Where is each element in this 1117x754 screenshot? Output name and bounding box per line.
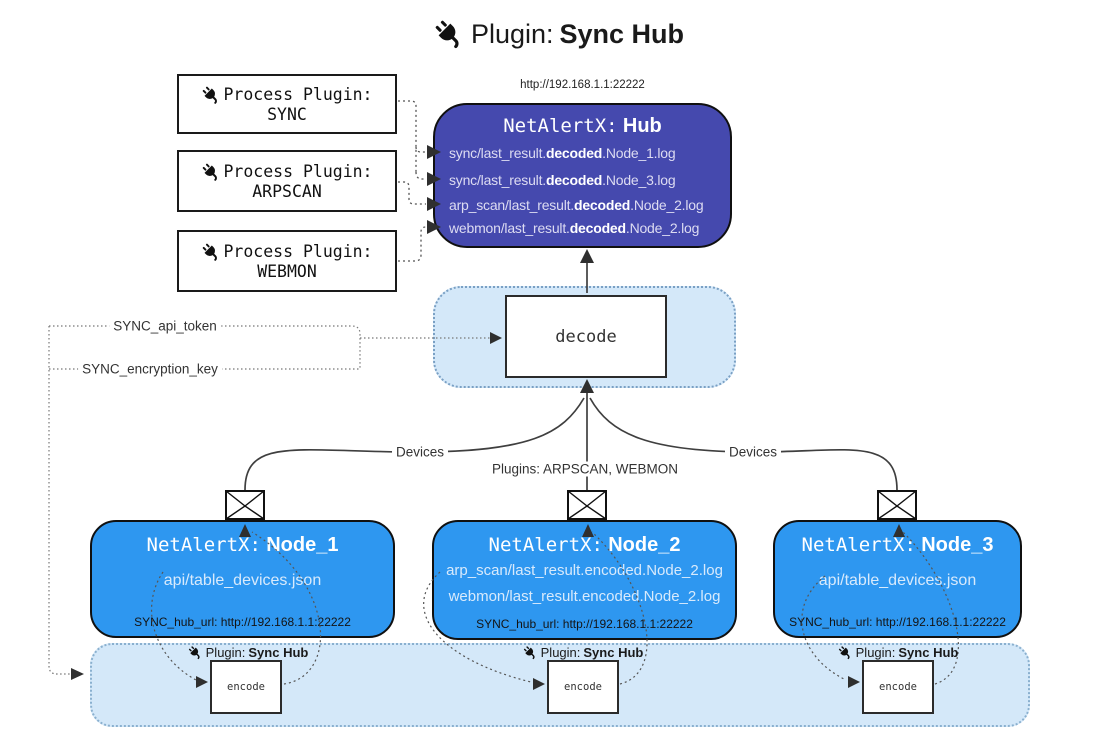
plug-icon: [523, 645, 538, 660]
envelope-icon: [877, 490, 917, 520]
envelope-icon: [225, 490, 265, 520]
hub-log-line: webmon/last_result.decoded.Node_2.log: [449, 220, 700, 236]
hub-log-line: sync/last_result.decoded.Node_3.log: [449, 172, 676, 188]
process-plugin-label: Process Plugin:: [223, 242, 373, 261]
page-title: Plugin: Sync Hub: [0, 18, 1117, 50]
node-1-box: NetAlertX: Node_1 api/table_devices.json…: [90, 520, 395, 638]
process-plugin-sync: Process Plugin: SYNC: [177, 74, 397, 134]
node-hub-url: SYNC_hub_url: http://192.168.1.1:22222: [789, 615, 1006, 629]
sync-api-token-label: SYNC_api_token: [109, 318, 221, 334]
devices-label-left: Devices: [391, 444, 449, 460]
node-title: NetAlertX: Node_2: [488, 534, 681, 556]
process-plugin-webmon: Process Plugin: WEBMON: [177, 230, 397, 292]
node-file-line: api/table_devices.json: [163, 572, 322, 589]
process-plugin-label: Process Plugin:: [223, 85, 373, 104]
sync-encryption-key-label: SYNC_encryption_key: [78, 361, 222, 377]
process-plugin-label: Process Plugin:: [223, 162, 373, 181]
hub-box: NetAlertX: Hub sync/last_result.decoded.…: [433, 103, 732, 248]
hub-log-line: arp_scan/last_result.decoded.Node_2.log: [449, 197, 704, 213]
encode-box: encode: [862, 660, 934, 714]
plug-icon: [188, 645, 203, 660]
hub-title-name: Hub: [622, 115, 662, 137]
node-3-box: NetAlertX: Node_3 api/table_devices.json…: [773, 520, 1022, 638]
process-plugin-arpscan: Process Plugin: ARPSCAN: [177, 150, 397, 212]
page-title-label: Plugin:: [470, 18, 554, 49]
hub-url-label: http://192.168.1.1:22222: [520, 79, 645, 91]
page-title-name: Sync Hub: [559, 18, 685, 49]
node-file-line: api/table_devices.json: [818, 572, 977, 589]
hub-title-prefix: NetAlertX:: [503, 115, 618, 137]
node-title: NetAlertX: Node_1: [146, 534, 339, 556]
encode-plugin-label: Plugin: Sync Hub: [838, 645, 958, 660]
hub-title: NetAlertX: Hub: [435, 115, 730, 138]
plugins-edge-label: Plugins: ARPSCAN, WEBMON: [487, 461, 683, 477]
plug-icon: [433, 18, 465, 50]
node-2-box: NetAlertX: Node_2 arp_scan/last_result.e…: [432, 520, 737, 640]
process-plugin-name: SYNC: [267, 104, 307, 124]
decode-box: decode: [505, 295, 667, 378]
plug-icon: [838, 645, 853, 660]
node-title: NetAlertX: Node_3: [801, 534, 994, 556]
plug-icon: [201, 162, 221, 182]
devices-label-right: Devices: [724, 444, 782, 460]
node-file-line: webmon/last_result.encoded.Node_2.log: [448, 588, 721, 605]
encode-box: encode: [210, 660, 282, 714]
plug-icon: [201, 242, 221, 262]
envelope-icon: [567, 490, 607, 520]
plug-icon: [201, 85, 221, 105]
encode-box: encode: [547, 660, 619, 714]
encode-plugin-label: Plugin: Sync Hub: [188, 645, 308, 660]
node-hub-url: SYNC_hub_url: http://192.168.1.1:22222: [134, 615, 351, 629]
node-hub-url: SYNC_hub_url: http://192.168.1.1:22222: [476, 617, 693, 631]
encode-plugin-label: Plugin: Sync Hub: [523, 645, 643, 660]
process-plugin-name: WEBMON: [257, 261, 317, 281]
process-plugin-name: ARPSCAN: [252, 181, 322, 201]
hub-log-line: sync/last_result.decoded.Node_1.log: [449, 145, 676, 161]
node-file-line: arp_scan/last_result.encoded.Node_2.log: [446, 562, 723, 579]
